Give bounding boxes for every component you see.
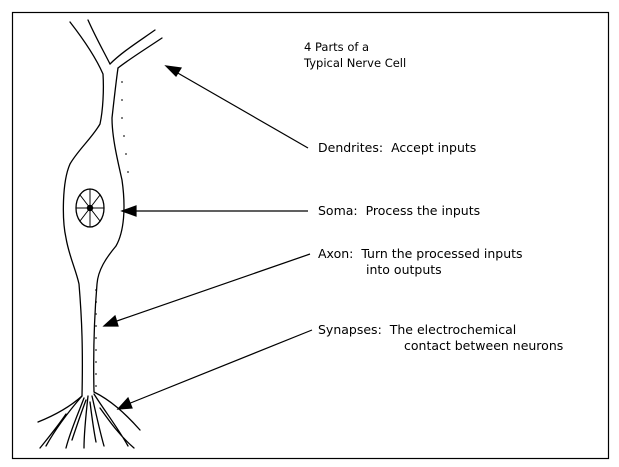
dendrite-branch-left (87, 19, 111, 65)
axon-arrowhead (102, 314, 119, 327)
axon-name: Axon (318, 246, 350, 261)
dendrites-name: Dendrites (318, 140, 379, 155)
synapses-label: Synapses: The electrochemical (318, 322, 517, 337)
synapses-description: The electrochemical (389, 322, 517, 337)
axon-description: Turn the processed inputs (361, 246, 523, 261)
axon-label: Axon: Turn the processed inputs (318, 246, 523, 261)
soma-arrowhead (120, 205, 137, 217)
synapses-arrowhead (116, 396, 133, 410)
synapses-name: Synapses (318, 322, 378, 337)
nucleolus (86, 204, 94, 212)
synapse-terminals (39, 393, 135, 449)
dendrites-label: Dendrites: Accept inputs (318, 140, 477, 155)
synapses-pointer (127, 329, 313, 405)
neuron-illustration (37, 19, 163, 449)
neuron-right-outline (92, 67, 141, 431)
diagram-border (11, 11, 610, 460)
dendrite-branch-right (109, 29, 163, 69)
soma-label: Soma: Process the inputs (318, 203, 481, 218)
dendrites-description: Accept inputs (391, 140, 477, 155)
soma-name: Soma (318, 203, 354, 218)
synapses-description-line-2: contact between neurons (404, 338, 564, 353)
soma-description: Process the inputs (365, 203, 481, 218)
dendrites-pointer (175, 71, 309, 149)
diagram-title-line-1: 4 Parts of a (304, 40, 370, 54)
pointer-arrows (102, 65, 313, 410)
axon-dots (95, 81, 129, 387)
axon-description-line-2: into outputs (366, 262, 442, 277)
dendrites-arrowhead (164, 65, 183, 77)
axon-pointer (113, 253, 311, 323)
diagram-title-line-2: Typical Nerve Cell (304, 56, 407, 70)
neuron-left-outline (37, 21, 105, 423)
